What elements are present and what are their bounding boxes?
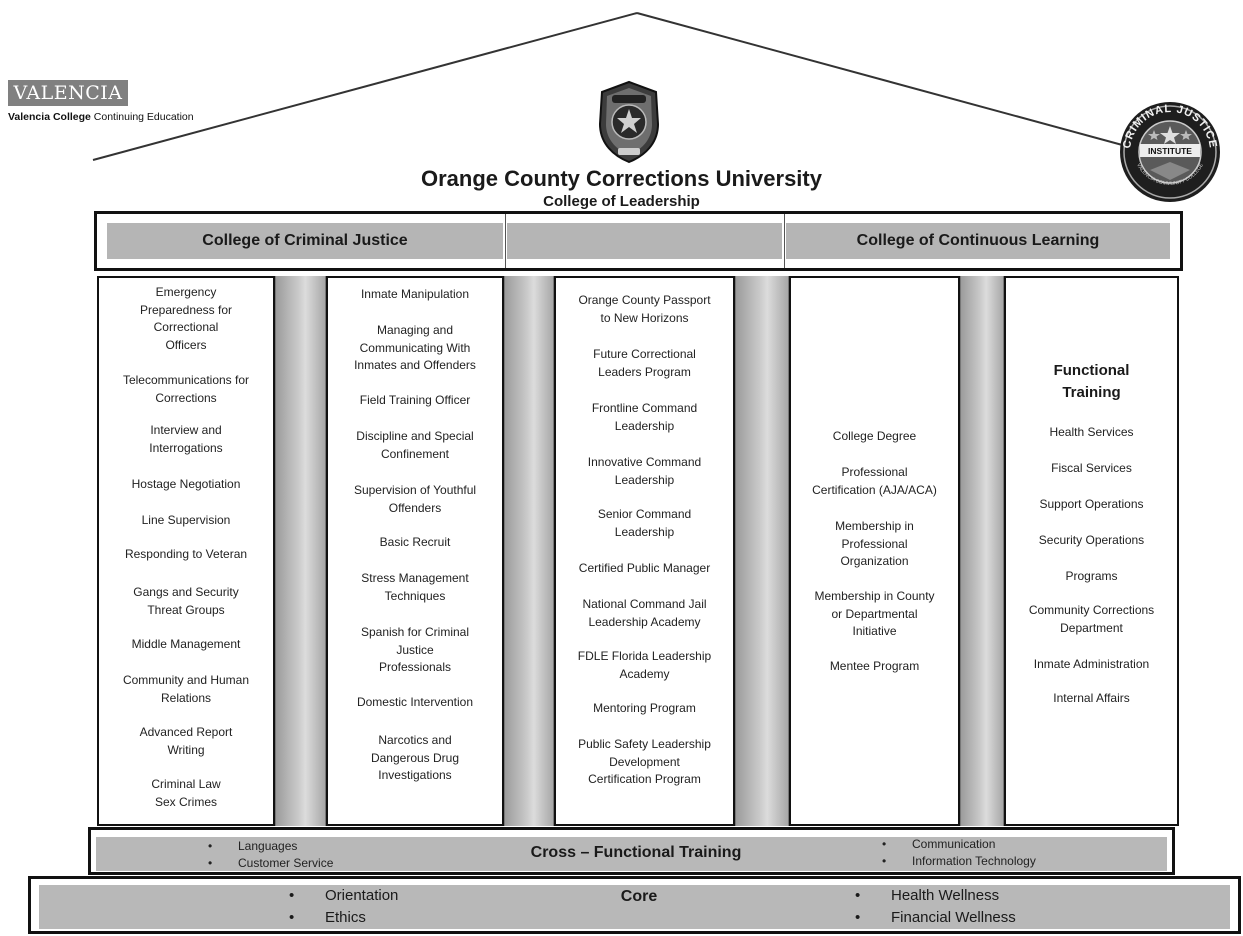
college-divider	[784, 214, 785, 268]
list-item: Security Operations	[1038, 533, 1145, 547]
valencia-subtitle-bold: Valencia College	[8, 111, 91, 123]
list-item: Inmate Administration	[1033, 657, 1150, 671]
list-item: •Ethics	[289, 909, 366, 926]
list-item: Internal Affairs	[1053, 691, 1130, 705]
list-item: Fiscal Services	[1051, 461, 1132, 475]
valencia-logo: VALENCIA	[8, 80, 128, 106]
cross-right-list: •Communication •Information Technology	[882, 836, 1036, 870]
core-fill: •Orientation •Ethics Core •Health Wellne…	[39, 885, 1230, 929]
criminal-justice-institute-seal-icon: INSTITUTE CRIMINAL JUSTICE VALENCIA COMM…	[1118, 100, 1222, 204]
svg-text:INSTITUTE: INSTITUTE	[1148, 146, 1192, 156]
list-item: Certified Public Manager	[578, 561, 711, 575]
cross-functional-title: Cross – Functional Training	[530, 844, 742, 861]
pillar	[960, 276, 1004, 826]
college-left-fill	[107, 223, 503, 259]
cross-left-list: •Languages •Customer Service	[208, 838, 333, 872]
list-item: Domestic Intervention	[356, 695, 474, 709]
list-item: •Communication	[882, 837, 996, 851]
list-item: Hostage Negotiation	[131, 477, 241, 491]
list-item: Field Training Officer	[359, 393, 471, 407]
list-item: •Customer Service	[208, 856, 334, 870]
pillar	[275, 276, 326, 826]
core-title: Core	[620, 888, 658, 905]
college-criminal-justice: College of Criminal Justice	[202, 232, 408, 249]
college-continuous-learning: College of Continuous Learning	[856, 232, 1100, 249]
list-item: •Languages	[208, 839, 298, 853]
cross-functional-band: •Languages •Customer Service Cross – Fun…	[88, 827, 1175, 875]
list-item: Support Operations	[1039, 497, 1144, 511]
list-item: Middle Management	[131, 637, 241, 651]
college-right-fill	[786, 223, 1170, 259]
college-center-fill	[507, 223, 782, 259]
list-item: Inmate Manipulation	[360, 287, 470, 301]
cross-functional-fill: •Languages •Customer Service Cross – Fun…	[96, 837, 1167, 871]
core-left-list: •Orientation •Ethics	[289, 885, 398, 929]
page-title: Orange County Corrections University	[421, 166, 822, 191]
list-item: College Degree	[832, 429, 917, 443]
list-item: Mentoring Program	[593, 701, 696, 715]
valencia-subtitle: Valencia College Continuing Education	[8, 111, 194, 123]
core-right-list: •Health Wellness •Financial Wellness	[855, 885, 1016, 929]
pillar	[504, 276, 554, 826]
list-item: •Information Technology	[882, 854, 1036, 868]
core-band: •Orientation •Ethics Core •Health Wellne…	[28, 876, 1241, 934]
list-item: •Health Wellness	[855, 887, 1000, 904]
list-item: Mentee Program	[829, 659, 920, 673]
list-item: Programs	[1065, 569, 1118, 583]
list-item: Line Supervision	[141, 513, 231, 527]
pillar	[735, 276, 789, 826]
valencia-subtitle-rest: Continuing Education	[90, 111, 194, 123]
colleges-band: College of Criminal Justice College of C…	[94, 211, 1183, 271]
list-item: •Financial Wellness	[855, 909, 1016, 926]
page-subtitle: College of Leadership	[543, 193, 700, 210]
corrections-badge-icon	[596, 80, 662, 164]
list-item: •Orientation	[289, 887, 399, 904]
list-item: Health Services	[1049, 425, 1134, 439]
college-divider	[505, 214, 506, 268]
list-item: Responding to Veteran	[124, 547, 248, 561]
list-item: Basic Recruit	[379, 535, 451, 549]
